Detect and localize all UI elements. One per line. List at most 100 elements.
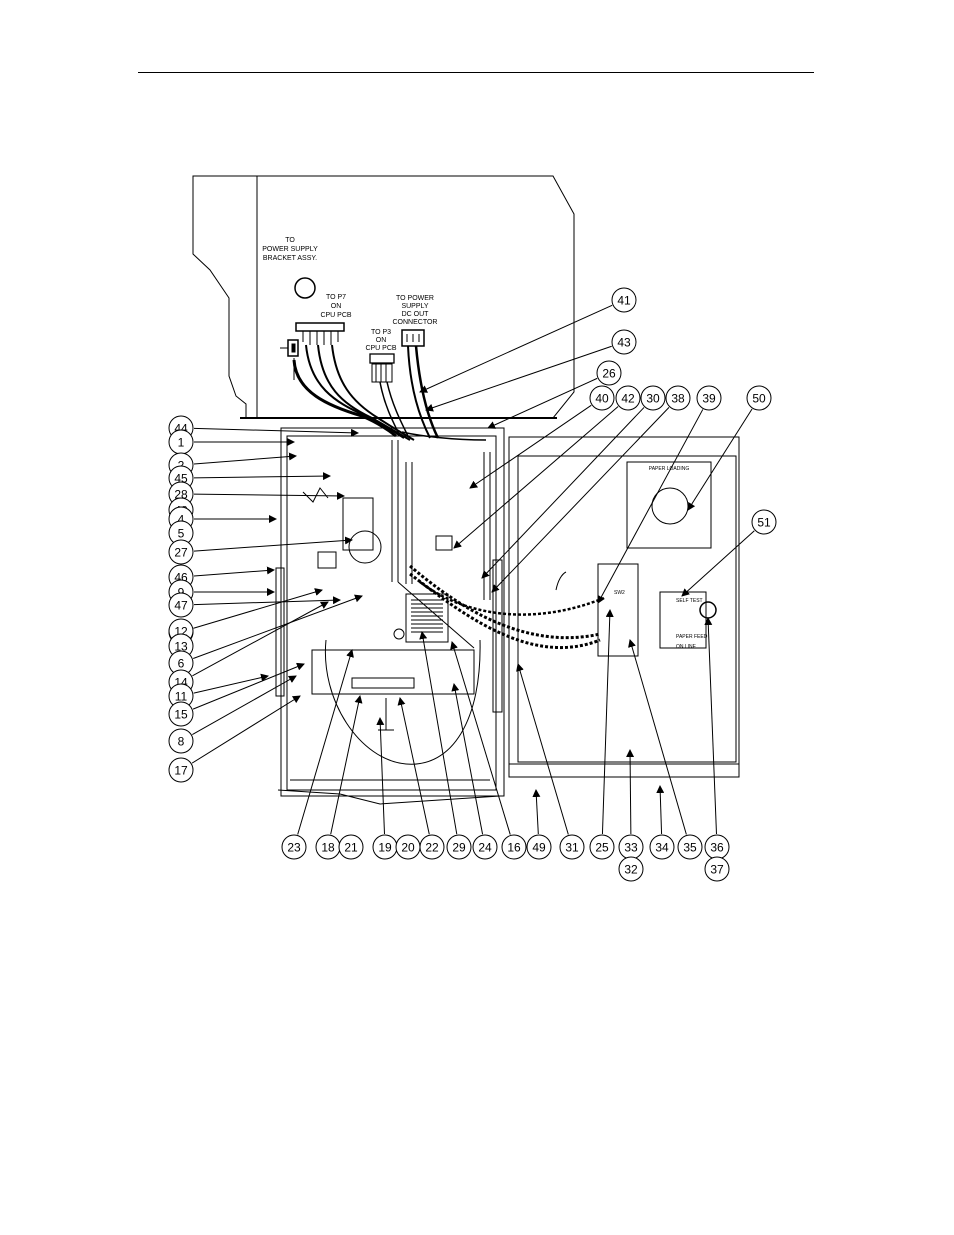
callout-balloon-circle <box>611 287 637 313</box>
callout-leader-line <box>681 530 755 597</box>
callout-balloon-circle <box>618 856 644 882</box>
callout-leader-line <box>626 749 635 835</box>
annotation-line: ON <box>376 337 387 344</box>
callout-number: 38 <box>671 392 685 406</box>
callout-leader-line <box>193 491 345 500</box>
annotation-line: TO POWER <box>396 295 434 302</box>
callout-number: 26 <box>602 367 616 381</box>
callout-balloon-circle <box>589 385 615 411</box>
callout-number: 42 <box>621 392 635 406</box>
callout-leader-line <box>601 609 614 835</box>
callout-leader-line <box>419 631 458 835</box>
annotation-line: ON <box>331 303 342 310</box>
callout-leader-line <box>193 596 341 606</box>
callout-leader-line <box>487 377 598 429</box>
callout-number: 9 <box>178 586 185 600</box>
callout-number: 35 <box>683 841 697 855</box>
front-door-panel <box>495 436 740 778</box>
callout-number: 13 <box>174 640 188 654</box>
callout-balloon-circle <box>746 385 772 411</box>
callout-leader-line <box>469 404 592 489</box>
callout-balloon-circle <box>168 592 194 618</box>
annotation-line: DC OUT <box>402 311 430 318</box>
annotation-line: SUPPLY <box>401 303 428 310</box>
callout-leader-line <box>450 641 511 835</box>
callout-balloon-circle <box>338 834 364 860</box>
callout-leader-line <box>532 789 541 835</box>
callout-leader-line <box>192 662 305 710</box>
callout-number: 17 <box>174 764 188 778</box>
callout-leader-line <box>491 407 670 593</box>
callout-leader-line <box>419 304 613 393</box>
warning-label <box>405 593 449 643</box>
on-line-label: ON LINE <box>676 644 697 650</box>
callout-number: 43 <box>617 336 631 350</box>
callout-leader-line <box>330 695 363 835</box>
annotation-line: TO <box>285 237 295 244</box>
callout-number: 16 <box>507 841 521 855</box>
annotation-line: CPU PCB <box>320 312 351 319</box>
callout-number: 8 <box>178 735 185 749</box>
callout-number: 25 <box>595 841 609 855</box>
callout-balloon-circle <box>589 834 615 860</box>
callout-number: 40 <box>595 392 609 406</box>
annotation-dc-out: TO POWER SUPPLY DC OUT CONNECTOR <box>393 295 438 326</box>
callout-balloon-circle <box>472 834 498 860</box>
callout-number: 5 <box>178 527 185 541</box>
callout-balloon-circle <box>649 834 675 860</box>
sw2-label: SW2 <box>614 590 625 596</box>
callout-number: 18 <box>321 841 335 855</box>
callout-leader-line <box>193 452 297 465</box>
annotation-line: CPU PCB <box>365 345 396 352</box>
annotation-line: TO P3 <box>371 329 391 336</box>
callout-leader-line <box>297 649 354 835</box>
callout-leader-line <box>193 588 323 629</box>
callout-number: 27 <box>174 546 188 560</box>
callout-leader-line <box>481 407 645 579</box>
callout-number: 47 <box>174 599 188 613</box>
self-test-label: SELF TEST <box>676 598 703 604</box>
p7-connector <box>295 322 345 345</box>
callout-number: 34 <box>655 841 669 855</box>
callout-balloon-circle <box>168 757 194 783</box>
callout-balloon-circle <box>526 834 552 860</box>
callout-number: 41 <box>617 294 631 308</box>
callout-number: 39 <box>702 392 716 406</box>
callout-leader-line <box>704 617 717 835</box>
callout-number: 22 <box>425 841 439 855</box>
callout-number: 23 <box>287 841 301 855</box>
callout-balloon-circle <box>704 856 730 882</box>
callout-leader-line <box>192 675 297 736</box>
callout-number: 29 <box>452 841 466 855</box>
callout-leader-line <box>193 673 269 694</box>
callout-balloon-circle <box>596 360 622 386</box>
dc-out-connector <box>401 329 425 347</box>
callout-leader-line <box>451 683 484 835</box>
callout-balloon-circle <box>281 834 307 860</box>
callout-number: 50 <box>752 392 766 406</box>
callout-balloon-circle <box>611 329 637 355</box>
callout-balloon-circle <box>751 509 777 535</box>
cable-harness <box>292 344 487 441</box>
lower-cabinet <box>275 427 505 805</box>
callout-balloon-circle <box>446 834 472 860</box>
door-harness <box>409 564 605 650</box>
paper-feed-label: PAPER FEED <box>676 634 708 640</box>
callout-leader-line <box>516 663 569 835</box>
callout-balloon-circle <box>501 834 527 860</box>
callout-leader-line <box>192 601 329 677</box>
callout-number: 11 <box>175 690 188 704</box>
callout-number: 15 <box>174 708 188 722</box>
callout-leader-line <box>687 408 753 511</box>
callout-balloon-circle <box>168 728 194 754</box>
callout-leaders <box>191 304 755 835</box>
callout-balloon-circle <box>168 539 194 565</box>
callout-leader-line <box>397 697 430 835</box>
annotation-line: CONNECTOR <box>393 319 438 326</box>
callout-leader-line <box>597 409 704 604</box>
callout-number: 21 <box>344 841 358 855</box>
printer-housing <box>192 175 575 419</box>
header-rule <box>138 72 814 73</box>
callout-leader-line <box>656 785 665 835</box>
